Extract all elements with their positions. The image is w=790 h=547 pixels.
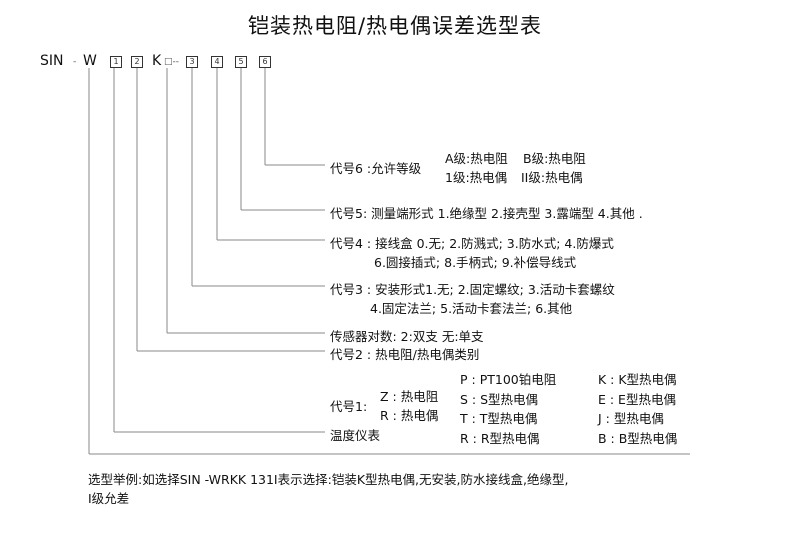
code2-option-e: E : E型热电偶 [598, 392, 676, 407]
code6-option-a: A级:热电阻 [445, 151, 508, 166]
code4-line1: 代号4 : 接线盒 0.无; 2.防溅式; 3.防水式; 4.防爆式 [330, 236, 614, 251]
code2-text: 代号2 : 热电阻/热电偶类别 [330, 347, 480, 362]
code1-option-z: Z : 热电阻 [380, 389, 439, 404]
code1-option-r: R : 热电偶 [380, 408, 439, 423]
page-title: 铠装热电阻/热电偶误差选型表 [247, 14, 543, 38]
code1-label: 代号1: [330, 399, 368, 414]
code3-line2: 4.固定法兰; 5.活动卡套法兰; 6.其他 [370, 301, 573, 316]
code-box-5: 5 [235, 56, 247, 68]
example-line1: 选型举例:如选择SIN -WRKK 131I表示选择:铠装K型热电偶,无安装,防… [88, 472, 569, 487]
code2-option-p: P : PT100铂电阻 [460, 372, 557, 387]
code2-option-b: B : B型热电偶 [598, 431, 678, 446]
code6-label: 代号6 :允许等级 [330, 161, 422, 176]
code3-line1: 代号3 : 安装形式1.无; 2.固定螺纹; 3.活动卡套螺纹 [330, 282, 615, 297]
code2-option-r: R : R型热电偶 [460, 431, 540, 446]
model-code-w: W [83, 53, 97, 69]
sensor-pairs-text: 传感器对数: 2:双支 无:单支 [330, 329, 484, 344]
code-box-4: 4 [211, 56, 223, 68]
code2-option-j: J : 型热电偶 [598, 411, 664, 426]
example-line2: I级允差 [88, 491, 130, 506]
code-box-2: 2 [131, 56, 143, 68]
code-box-3: 3 [186, 56, 198, 68]
model-code-prefix: SIN [40, 53, 64, 69]
code5-text: 代号5: 测量端形式 1.绝缘型 2.接壳型 3.露端型 4.其他 . [330, 206, 643, 221]
code4-line2: 6.圆接插式; 8.手柄式; 9.补偿导线式 [374, 255, 577, 270]
code-box-6: 6 [259, 56, 271, 68]
code2-option-s: S : S型热电偶 [460, 392, 539, 407]
code6-option-2: II级:热电偶 [521, 170, 583, 185]
model-code-separator: - [73, 57, 77, 67]
model-code-k-suffix: □-- [164, 57, 179, 67]
code2-option-t: T : T型热电偶 [460, 411, 538, 426]
code2-option-k: K : K型热电偶 [598, 372, 677, 387]
code-box-1: 1 [110, 56, 122, 68]
code6-option-b: B级:热电阻 [523, 151, 586, 166]
instrument-text: 温度仪表 [330, 428, 381, 443]
model-code-k: K [152, 53, 162, 69]
code6-option-1: 1级:热电偶 [445, 170, 508, 185]
